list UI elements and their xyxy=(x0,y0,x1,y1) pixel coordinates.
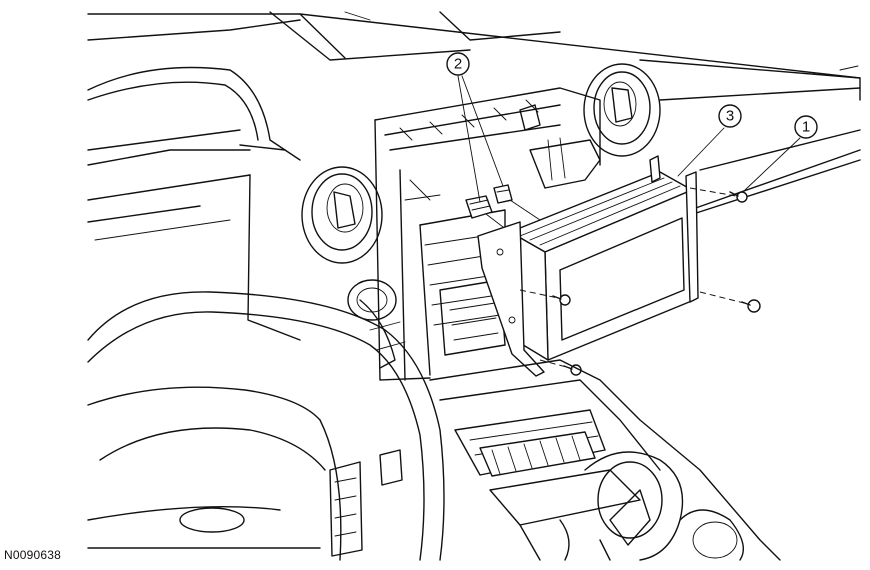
electrical-connectors xyxy=(465,184,541,241)
radio-display-module xyxy=(477,155,699,377)
figure-id: N0090638 xyxy=(4,548,61,562)
left-air-vent xyxy=(301,166,397,321)
steering-wheel xyxy=(87,291,445,561)
callout-1-label: 1 xyxy=(802,119,810,136)
right-air-vent xyxy=(583,63,661,157)
callout-2-label: 2 xyxy=(454,56,462,73)
callout-1: 1 xyxy=(744,115,818,191)
callout-3: 3 xyxy=(677,104,742,177)
callout-3-label: 3 xyxy=(726,108,734,125)
bolt-2 xyxy=(699,291,761,313)
instrument-panel xyxy=(87,11,861,341)
bolt-1 xyxy=(689,187,748,203)
callout-2: 2 xyxy=(446,52,504,203)
bolt-3 xyxy=(519,289,571,306)
center-console xyxy=(429,359,781,561)
